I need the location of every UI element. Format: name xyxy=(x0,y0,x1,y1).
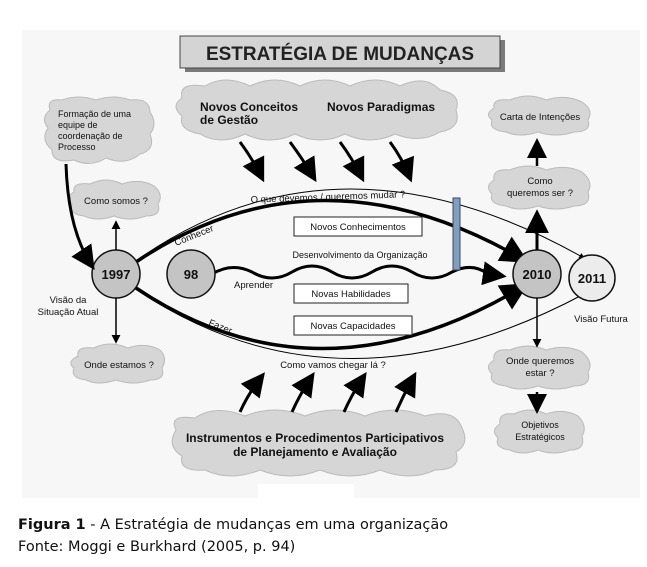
left-arrows xyxy=(64,163,121,344)
top-cloud-line2: de Gestão xyxy=(200,113,258,127)
svg-text:1997: 1997 xyxy=(102,267,131,282)
svg-text:Processo: Processo xyxy=(58,142,96,152)
label-visao-atual-1: Visão da xyxy=(50,295,88,306)
cloud-como-queremos-ser: Como queremos ser ? xyxy=(488,165,591,210)
svg-text:queremos ser ?: queremos ser ? xyxy=(507,188,573,199)
cloud-como-somos: Como somos ? xyxy=(68,179,161,220)
transition-bar xyxy=(452,197,461,271)
top-cloud-line1b: Novos Paradigmas xyxy=(327,100,435,114)
figure-label: Figura 1 xyxy=(18,517,86,533)
top-cloud-line1a: Novos Conceitos xyxy=(200,100,298,114)
bottom-cloud-line1: Instrumentos e Procedimentos Participati… xyxy=(186,431,444,445)
svg-text:Objetivos: Objetivos xyxy=(521,420,559,430)
top-cloud: Novos Conceitos Novos Paradigmas de Gest… xyxy=(175,79,458,141)
bottom-cloud: Instrumentos e Procedimentos Participati… xyxy=(171,409,466,477)
svg-text:Onde queremos: Onde queremos xyxy=(506,356,574,367)
svg-text:Como somos ?: Como somos ? xyxy=(84,196,148,207)
label-aprender: Aprender xyxy=(234,280,273,291)
node-2011: 2011 xyxy=(568,254,616,302)
cloud-carta-intencoes: Carta de Intenções xyxy=(488,95,591,136)
cloud-onde-estamos: Onde estamos ? xyxy=(70,343,166,384)
node-98: 98 xyxy=(166,249,216,299)
svg-text:Novas Habilidades: Novas Habilidades xyxy=(311,289,390,300)
cloud-onde-queremos-estar: Onde queremos estar ? xyxy=(488,345,591,390)
background-gap xyxy=(258,484,354,498)
svg-text:Estratégicos: Estratégicos xyxy=(515,432,565,442)
svg-text:Onde estamos ?: Onde estamos ? xyxy=(84,360,154,371)
svg-text:Formação de uma: Formação de uma xyxy=(58,109,131,119)
box-novos-conhecimentos: Novos Conhecimentos xyxy=(293,216,423,237)
top-arrows xyxy=(238,141,415,183)
bottom-arrows xyxy=(238,371,417,413)
label-visao-futura: Visão Futura xyxy=(574,314,628,325)
svg-text:Carta de Intenções: Carta de Intenções xyxy=(500,112,581,123)
svg-text:2011: 2011 xyxy=(578,271,606,286)
lens-curves xyxy=(135,188,586,359)
svg-text:equipe de: equipe de xyxy=(58,120,98,130)
label-como-chegar: Como vamos chegar lá ? xyxy=(280,360,386,371)
diagram-title: ESTRATÉGIA DE MUDANÇAS xyxy=(206,43,474,65)
cloud-objetivos-estrategicos: Objetivos Estratégicos xyxy=(494,409,585,454)
figure-source: Fonte: Moggi e Burkhard (2005, p. 94) xyxy=(18,539,296,555)
svg-text:2010: 2010 xyxy=(523,267,552,282)
box-novas-habilidades: Novas Habilidades xyxy=(293,283,409,304)
node-2010: 2010 xyxy=(512,249,562,299)
svg-text:98: 98 xyxy=(184,267,198,282)
title-box: ESTRATÉGIA DE MUDANÇAS xyxy=(179,35,505,72)
node-1997: 1997 xyxy=(91,249,141,299)
svg-text:Como: Como xyxy=(527,176,552,187)
cloud-formacao-equipe: Formação de uma equipe de coordenação de… xyxy=(44,96,155,164)
svg-text:Novos Conhecimentos: Novos Conhecimentos xyxy=(310,222,406,233)
label-o-que-devemos: O que devemos / queremos mudar ? xyxy=(250,189,405,205)
bottom-cloud-line2: de Planejamento e Avaliação xyxy=(233,445,397,459)
svg-text:Novas Capacidades: Novas Capacidades xyxy=(310,321,395,332)
figure-caption-text: - A Estratégia de mudanças em uma organi… xyxy=(85,517,449,533)
box-novas-capacidades: Novas Capacidades xyxy=(293,315,413,336)
label-desenvolvimento: Desenvolvimento da Organização xyxy=(292,250,427,260)
figure-caption: Figura 1 - A Estratégia de mudanças em u… xyxy=(18,517,448,533)
svg-text:estar ?: estar ? xyxy=(525,368,554,379)
label-visao-atual-2: Situação Atual xyxy=(38,307,99,318)
svg-text:coordenação de: coordenação de xyxy=(58,131,123,141)
